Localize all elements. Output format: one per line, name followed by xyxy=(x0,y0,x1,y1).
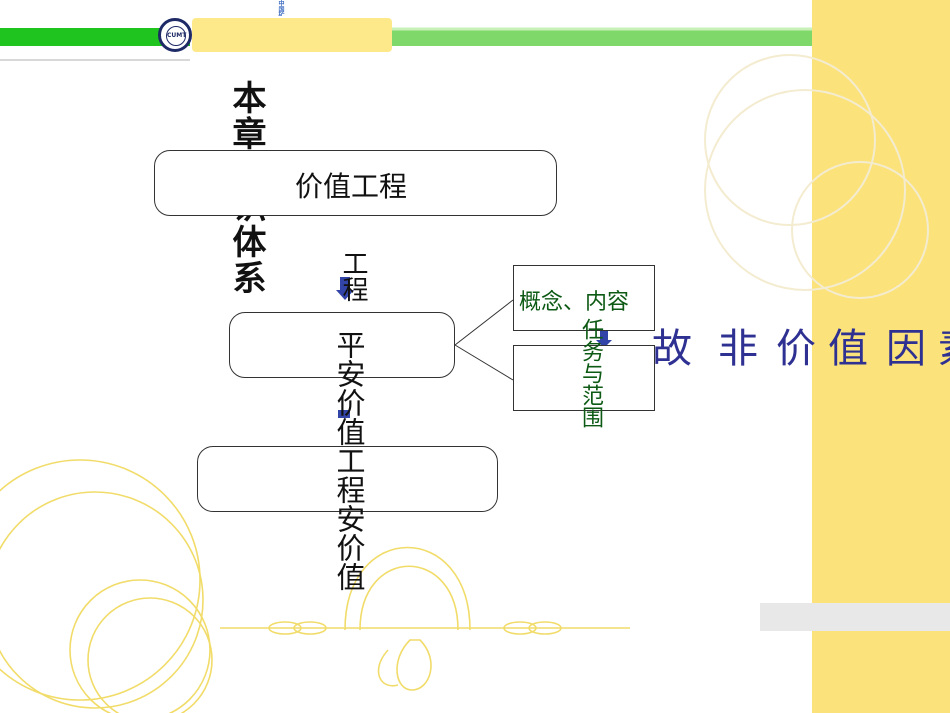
right-char-1: 故 xyxy=(652,326,692,372)
middle-box xyxy=(229,312,455,378)
university-logo-icon: CUMT xyxy=(158,18,192,52)
vertical-flow-label: 平安价值工程安价值 xyxy=(332,330,366,591)
right-yellow-panel xyxy=(812,0,950,713)
top-green-bar-right xyxy=(390,28,812,46)
top-green-bar-left xyxy=(0,28,190,46)
top-box: 价值工程 xyxy=(154,150,557,216)
bottom-box xyxy=(197,446,498,512)
side-box-concept-label: 概念、内容 xyxy=(519,290,630,315)
logo-text: CUMT xyxy=(167,32,187,39)
header-banner-text: 中国矿业大学 xyxy=(276,0,298,16)
right-char-4: 值 xyxy=(828,326,868,372)
connectors xyxy=(454,299,514,381)
ornament-circles xyxy=(0,459,630,713)
right-char-3: 价 xyxy=(776,326,816,372)
header-banner xyxy=(192,18,392,52)
arrow-label-upper: 工程 xyxy=(338,250,368,302)
top-box-label: 价值工程 xyxy=(295,170,408,203)
right-char-6: 素 xyxy=(938,316,950,374)
faint-circles xyxy=(704,54,929,299)
right-char-2: 非 xyxy=(718,326,758,372)
right-text-row: 故 非 价 值 因 素 xyxy=(652,316,950,376)
side-box-task xyxy=(513,345,655,411)
grey-strip xyxy=(760,603,950,631)
right-char-5: 因 xyxy=(886,326,926,372)
side-box-concept: 概念、内容 xyxy=(513,265,655,331)
side-box-task-label: 任务与范围 xyxy=(578,318,603,428)
